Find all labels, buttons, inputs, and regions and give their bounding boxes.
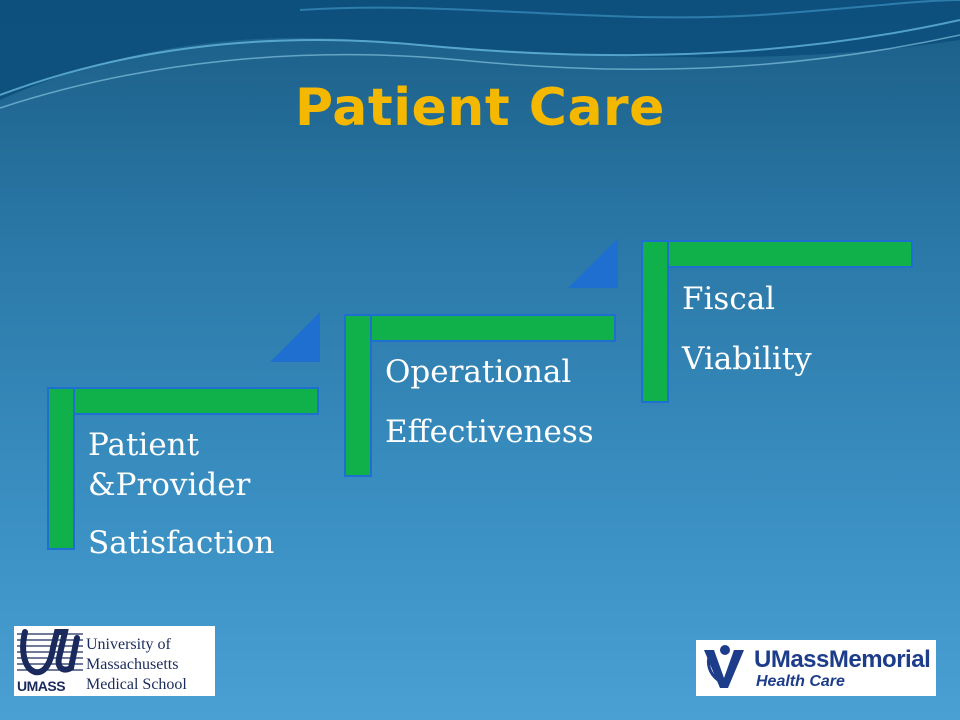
logo-line: Massachusetts <box>86 656 179 673</box>
step-label-line: Satisfaction <box>88 525 275 561</box>
step-label-line: &Provider <box>88 467 251 503</box>
umass-memorial-subtitle: Health Care <box>756 673 845 690</box>
umass-memorial-name: UMassMemorial <box>754 646 931 673</box>
step-bar-left <box>47 387 75 550</box>
umass-memorial-logo: UMassMemorial Health Care <box>696 640 936 696</box>
step-label-line: Fiscal <box>682 281 776 317</box>
umass-memorial-mark-icon <box>704 645 744 688</box>
step-label-line: Patient <box>88 427 200 463</box>
step-label-line: Effectiveness <box>385 414 594 450</box>
umass-medical-school-logo: UMASS University of Massachusetts Medica… <box>14 626 215 696</box>
step-arrow-icon <box>270 312 320 362</box>
umass-wordmark: UMASS <box>17 678 66 694</box>
step-arrow-icon <box>568 238 618 288</box>
step-bar-left <box>344 314 372 477</box>
step-label: Fiscal Viability <box>682 277 812 381</box>
step-label: Patient &Provider Satisfaction <box>88 425 274 563</box>
step-bar-left <box>641 240 669 403</box>
step-bar-top <box>641 240 913 268</box>
slide-title: Patient Care <box>295 78 665 138</box>
step-label-line: Operational <box>385 354 572 390</box>
umass-mark-icon <box>17 628 83 678</box>
step-bar-top <box>344 314 616 342</box>
step-label-line: Viability <box>682 341 812 377</box>
decorative-waves <box>0 0 960 109</box>
step-bar-top <box>47 387 319 415</box>
logo-line: University of <box>86 636 171 653</box>
step-label: Operational Effectiveness <box>385 350 594 454</box>
logo-line: Medical School <box>86 676 187 693</box>
